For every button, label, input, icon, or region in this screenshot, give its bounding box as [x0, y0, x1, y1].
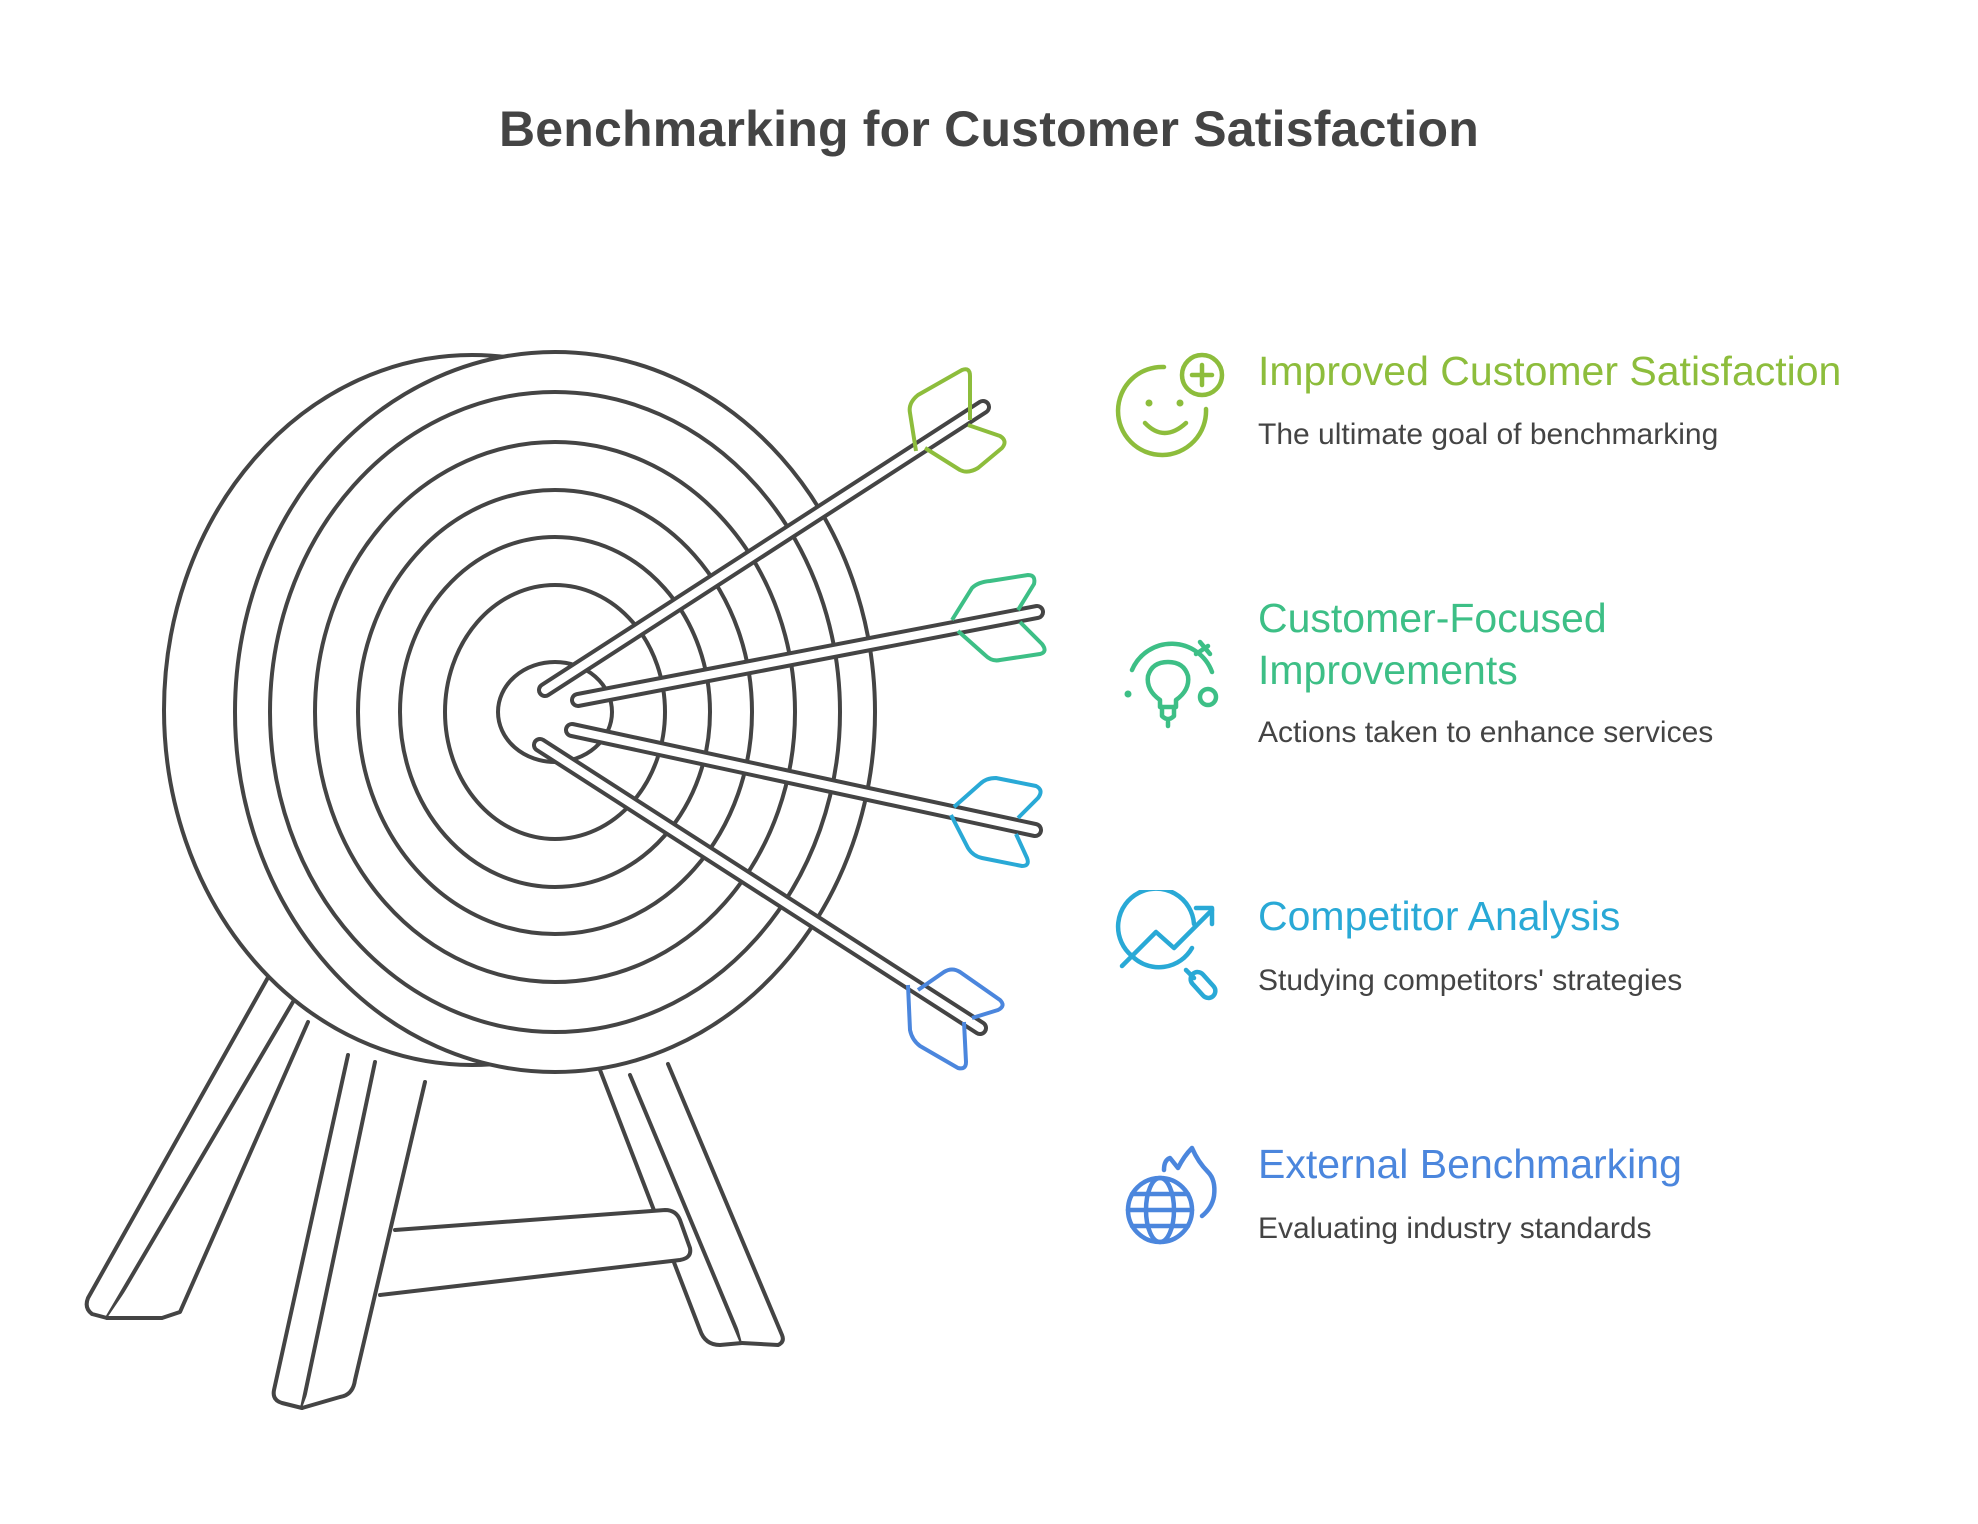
item-heading: External Benchmarking [1258, 1141, 1682, 1187]
target-rings [233, 350, 877, 1074]
item-description: Evaluating industry standards [1258, 1212, 1652, 1245]
item-competitor-analysis: Competitor Analysis Studying competitors… [1112, 890, 1952, 1050]
trend-magnifier-icon [1115, 890, 1218, 1001]
item-external-benchmarking: External Benchmarking Evaluating industr… [1112, 1138, 1952, 1298]
globe-flame-icon [1125, 1145, 1217, 1245]
item-customer-focused-improvements: Customer-Focused Improvements Actions ta… [1112, 592, 1952, 772]
item-heading-line-2: Improvements [1258, 647, 1518, 693]
arrow-blue-bottom [532, 737, 1005, 1071]
stand-leg-back-left [84, 963, 310, 1320]
item-heading-line-1: Customer-Focused [1258, 595, 1607, 641]
arrow-cyan [564, 722, 1043, 868]
arrow-green-top [537, 367, 1007, 698]
item-description: Actions taken to enhance services [1258, 716, 1714, 749]
item-description: Studying competitors' strategies [1258, 964, 1683, 997]
smiley-plus-icon [1115, 352, 1225, 458]
item-heading: Competitor Analysis [1258, 893, 1621, 939]
stand-leg-front [271, 1053, 427, 1410]
item-description: The ultimate goal of benchmarking [1258, 418, 1719, 451]
item-heading: Improved Customer Satisfaction [1258, 348, 1842, 394]
stand-crossbar [378, 1208, 693, 1297]
arrow-teal [570, 573, 1047, 708]
item-improved-customer-satisfaction: Improved Customer Satisfaction The ultim… [1112, 345, 1952, 505]
lightbulb-orbit-icon [1124, 639, 1219, 729]
stand-leg-back-right [598, 1062, 785, 1347]
diagram-title: Benchmarking for Customer Satisfaction [498, 101, 1479, 157]
